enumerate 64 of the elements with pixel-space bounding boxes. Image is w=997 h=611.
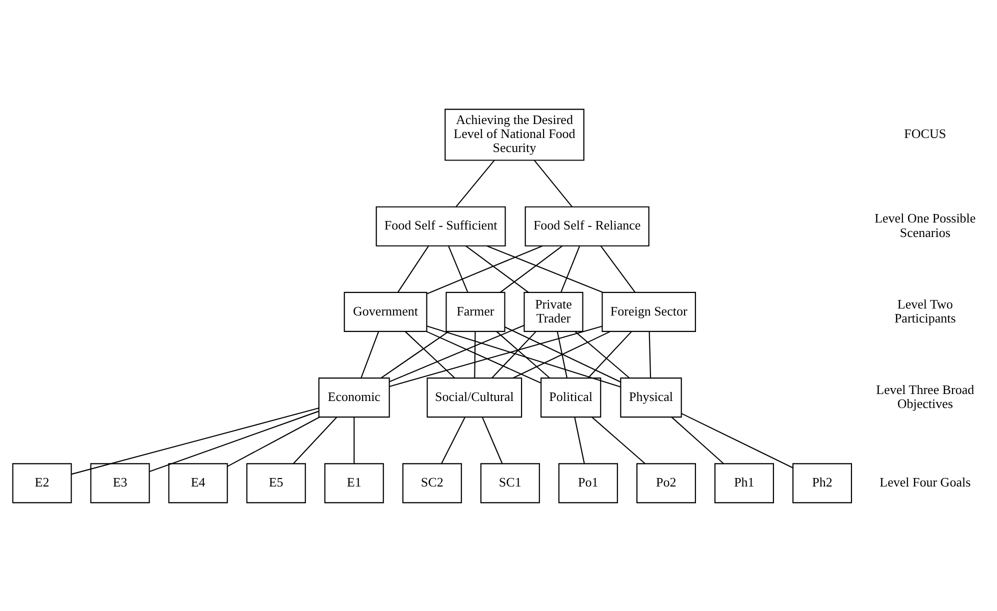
connector bbox=[588, 330, 632, 378]
connector bbox=[671, 416, 724, 464]
connector bbox=[600, 245, 636, 292]
label: Level One Possible Scenarios bbox=[874, 210, 976, 240]
connector bbox=[504, 326, 621, 382]
node-box: Physical bbox=[620, 377, 682, 418]
connector bbox=[681, 412, 793, 468]
node-box: Food Self - Reliance bbox=[524, 206, 650, 246]
node-box: SC2 bbox=[402, 462, 462, 503]
node-box: Government bbox=[344, 291, 428, 332]
connector bbox=[426, 330, 541, 383]
connector bbox=[441, 416, 466, 464]
connector bbox=[404, 330, 456, 378]
connector bbox=[448, 245, 468, 292]
label: FOCUS bbox=[904, 126, 946, 141]
node-box: Po2 bbox=[636, 462, 696, 503]
connector bbox=[474, 331, 476, 378]
node-box: Achieving the Desired Level of National Food Security bbox=[444, 108, 584, 160]
label: Level Four Goals bbox=[880, 474, 971, 490]
connector bbox=[486, 244, 603, 292]
connector bbox=[71, 407, 319, 474]
connector bbox=[500, 245, 563, 292]
connector bbox=[592, 416, 646, 464]
connector bbox=[380, 330, 449, 378]
connector bbox=[465, 245, 529, 292]
connector bbox=[512, 330, 610, 378]
connector bbox=[496, 330, 550, 378]
node-box: Social/Cultural bbox=[426, 377, 522, 418]
connector bbox=[426, 324, 621, 387]
connector bbox=[292, 416, 338, 464]
node-box: Po1 bbox=[558, 462, 618, 503]
connector bbox=[389, 325, 602, 386]
node-box: E2 bbox=[12, 462, 72, 503]
node-box: Food Self - Sufficient bbox=[376, 206, 506, 246]
node-box: SC1 bbox=[480, 462, 540, 503]
connector bbox=[648, 331, 652, 378]
connector bbox=[149, 410, 319, 472]
node-box: E4 bbox=[168, 462, 228, 503]
node-box: Farmer bbox=[446, 291, 506, 332]
connector bbox=[456, 159, 495, 207]
connector bbox=[426, 244, 543, 294]
connector bbox=[354, 416, 355, 464]
connector bbox=[492, 330, 536, 378]
connector bbox=[227, 416, 320, 466]
node-box: Private Trader bbox=[524, 291, 584, 332]
label: Level Two Participants bbox=[894, 296, 956, 325]
node-box: Ph1 bbox=[714, 462, 774, 503]
node-box: Political bbox=[540, 377, 602, 418]
node-box: Economic bbox=[318, 377, 390, 418]
label: Level Three Broad Objectives bbox=[876, 381, 974, 410]
connector bbox=[389, 324, 524, 382]
connector bbox=[560, 245, 580, 292]
connector bbox=[556, 330, 568, 378]
connector bbox=[574, 330, 630, 378]
node-box: E3 bbox=[90, 462, 150, 503]
connector bbox=[534, 159, 573, 207]
connector bbox=[397, 245, 429, 292]
node-box: Foreign Sector bbox=[602, 291, 696, 332]
connector bbox=[360, 330, 380, 378]
node-box: Ph2 bbox=[792, 462, 852, 503]
connector bbox=[574, 416, 585, 464]
connector bbox=[482, 416, 503, 464]
node-box: E5 bbox=[246, 462, 306, 503]
node-box: E1 bbox=[324, 462, 384, 503]
